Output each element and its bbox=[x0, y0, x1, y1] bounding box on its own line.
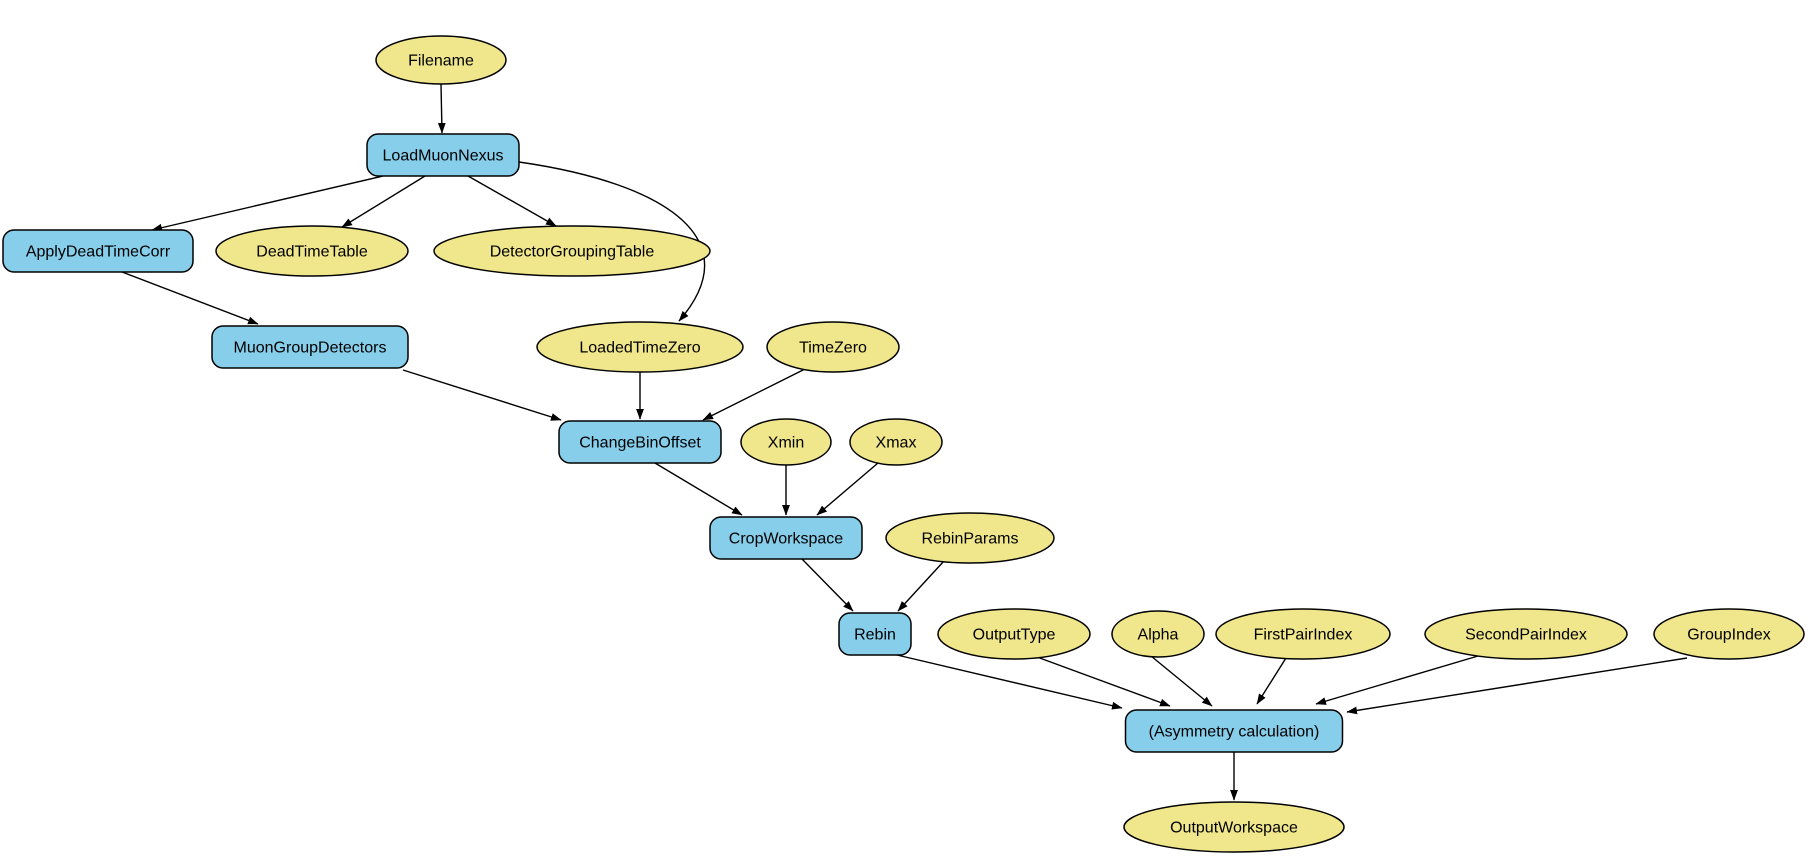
load-muon-nexus-roundrect-shape bbox=[366, 133, 520, 177]
change-bin-offset-label: ChangeBinOffset bbox=[579, 435, 701, 452]
node-xmin: Xmin bbox=[740, 418, 832, 466]
rebin-params-label: RebinParams bbox=[922, 531, 1019, 548]
loaded-time-zero-label: LoadedTimeZero bbox=[579, 340, 700, 357]
xmin-label: Xmin bbox=[768, 435, 804, 452]
asymmetry-calculation-roundrect-shape bbox=[1124, 709, 1344, 753]
muon-group-detectors-label: MuonGroupDetectors bbox=[234, 340, 387, 357]
node-xmax: Xmax bbox=[849, 418, 943, 466]
first-pair-index-label: FirstPairIndex bbox=[1254, 627, 1353, 644]
edge-load-muon-nexus-to-loaded-time-zero bbox=[518, 161, 706, 322]
node-first-pair-index: FirstPairIndex bbox=[1215, 608, 1391, 660]
node-apply-dead-time-corr: ApplyDeadTimeCorr bbox=[2, 229, 194, 273]
edge-rebin-params-to-rebin bbox=[897, 560, 945, 612]
filename-label: Filename bbox=[408, 53, 474, 70]
xmax-label: Xmax bbox=[876, 435, 917, 452]
edge-output-type-to-asymmetry-calculation bbox=[1036, 656, 1171, 707]
time-zero-ellipse-shape bbox=[766, 321, 900, 373]
edge-crop-workspace-to-rebin bbox=[801, 558, 854, 612]
node-output-type: OutputType bbox=[937, 608, 1091, 660]
node-alpha: Alpha bbox=[1111, 610, 1205, 658]
output-type-label: OutputType bbox=[973, 627, 1056, 644]
edge-first-pair-index-to-asymmetry-calculation bbox=[1256, 657, 1287, 705]
rebin-roundrect-shape bbox=[838, 612, 912, 656]
node-change-bin-offset: ChangeBinOffset bbox=[558, 420, 722, 464]
node-output-workspace: OutputWorkspace bbox=[1123, 801, 1345, 853]
node-asymmetry-calculation: (Asymmetry calculation) bbox=[1124, 709, 1344, 753]
node-rebin-params: RebinParams bbox=[885, 512, 1055, 564]
node-load-muon-nexus: LoadMuonNexus bbox=[366, 133, 520, 177]
node-group-index: GroupIndex bbox=[1653, 608, 1805, 660]
asymmetry-calculation-label: (Asymmetry calculation) bbox=[1149, 724, 1320, 741]
node-filename: Filename bbox=[375, 35, 507, 85]
edges-layer bbox=[121, 83, 1688, 801]
alpha-ellipse-shape bbox=[1111, 610, 1205, 658]
detector-grouping-table-label: DetectorGroupingTable bbox=[490, 244, 655, 261]
xmin-ellipse-shape bbox=[740, 418, 832, 466]
dead-time-table-label: DeadTimeTable bbox=[256, 244, 368, 261]
node-second-pair-index: SecondPairIndex bbox=[1424, 608, 1628, 660]
first-pair-index-ellipse-shape bbox=[1215, 608, 1391, 660]
change-bin-offset-roundrect-shape bbox=[558, 420, 722, 464]
time-zero-label: TimeZero bbox=[799, 340, 867, 357]
edge-load-muon-nexus-to-apply-dead-time-corr bbox=[151, 175, 384, 232]
edge-xmax-to-crop-workspace bbox=[816, 462, 879, 516]
output-type-ellipse-shape bbox=[937, 608, 1091, 660]
group-index-label: GroupIndex bbox=[1687, 627, 1771, 644]
edge-load-muon-nexus-to-dead-time-table bbox=[341, 175, 426, 228]
node-loaded-time-zero: LoadedTimeZero bbox=[536, 321, 744, 373]
apply-dead-time-corr-roundrect-shape bbox=[2, 229, 194, 273]
edge-muon-group-detectors-to-change-bin-offset bbox=[402, 369, 562, 421]
loaded-time-zero-ellipse-shape bbox=[536, 321, 744, 373]
alpha-label: Alpha bbox=[1138, 627, 1179, 644]
edge-second-pair-index-to-asymmetry-calculation bbox=[1315, 655, 1479, 705]
crop-workspace-label: CropWorkspace bbox=[729, 531, 844, 548]
node-muon-group-detectors: MuonGroupDetectors bbox=[211, 325, 409, 369]
apply-dead-time-corr-label: ApplyDeadTimeCorr bbox=[26, 244, 171, 261]
second-pair-index-label: SecondPairIndex bbox=[1465, 627, 1587, 644]
output-workspace-ellipse-shape bbox=[1123, 801, 1345, 853]
edge-load-muon-nexus-to-detector-grouping-table bbox=[467, 175, 557, 227]
edge-rebin-to-asymmetry-calculation bbox=[896, 654, 1123, 710]
filename-ellipse-shape bbox=[375, 35, 507, 85]
detector-grouping-table-ellipse-shape bbox=[433, 225, 711, 277]
node-crop-workspace: CropWorkspace bbox=[709, 516, 863, 560]
edge-change-bin-offset-to-crop-workspace bbox=[654, 462, 743, 516]
node-time-zero: TimeZero bbox=[766, 321, 900, 373]
edge-group-index-to-asymmetry-calculation bbox=[1346, 657, 1688, 715]
node-detector-grouping-table: DetectorGroupingTable bbox=[433, 225, 711, 277]
rebin-label: Rebin bbox=[854, 627, 896, 644]
node-rebin: Rebin bbox=[838, 612, 912, 656]
output-workspace-label: OutputWorkspace bbox=[1170, 820, 1298, 837]
edge-time-zero-to-change-bin-offset bbox=[702, 368, 806, 421]
crop-workspace-roundrect-shape bbox=[709, 516, 863, 560]
dead-time-table-ellipse-shape bbox=[215, 225, 409, 277]
second-pair-index-ellipse-shape bbox=[1424, 608, 1628, 660]
node-dead-time-table: DeadTimeTable bbox=[215, 225, 409, 277]
xmax-ellipse-shape bbox=[849, 418, 943, 466]
edge-filename-to-load-muon-nexus bbox=[437, 83, 446, 134]
muon-group-detectors-roundrect-shape bbox=[211, 325, 409, 369]
group-index-ellipse-shape bbox=[1653, 608, 1805, 660]
edge-alpha-to-asymmetry-calculation bbox=[1150, 655, 1213, 707]
load-muon-nexus-label: LoadMuonNexus bbox=[383, 148, 504, 165]
edge-apply-dead-time-corr-to-muon-group-detectors bbox=[121, 271, 259, 325]
rebin-params-ellipse-shape bbox=[885, 512, 1055, 564]
